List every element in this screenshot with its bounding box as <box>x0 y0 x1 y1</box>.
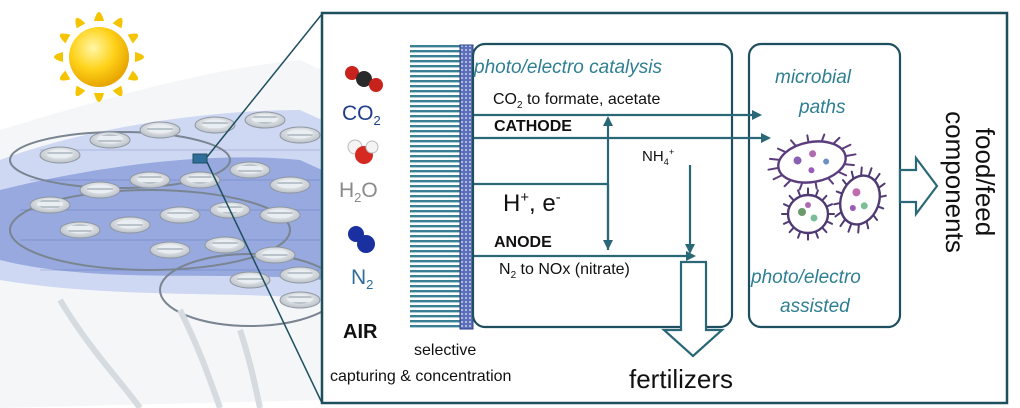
leaf-dish-grid <box>237 164 263 174</box>
air-label: AIR <box>343 321 378 343</box>
microbe-cell <box>767 133 857 191</box>
membrane-electrode <box>459 44 474 330</box>
output-arrow <box>898 154 939 218</box>
output-label: food/feed components <box>940 82 1000 282</box>
sun-ray <box>59 33 71 44</box>
leaf-dish-grid <box>277 179 303 189</box>
output-label-line2: components <box>940 111 970 253</box>
leaf-dish-grid <box>147 124 173 134</box>
co2-molecule-icon <box>345 66 383 92</box>
microbial-label-line4: assisted <box>780 296 850 317</box>
microbial-label-line1: microbial <box>775 67 852 88</box>
sun-ray <box>94 12 104 21</box>
leaf-dish-grid <box>252 114 278 124</box>
sun-ray <box>59 70 71 81</box>
leaf-dish-grid <box>287 129 313 139</box>
anode-label: ANODE <box>494 234 552 251</box>
cathode-label: CATHODE <box>494 118 572 135</box>
leaf-dish-grid <box>157 244 183 254</box>
microbial-label-line3: photo/electro <box>751 267 861 288</box>
leaf-dish-grid <box>37 199 63 209</box>
leaf-array-illustration <box>0 13 341 408</box>
fertilizer-arrow <box>661 260 725 358</box>
leaf-dish-grid <box>117 219 143 229</box>
flow-arrows <box>474 110 771 261</box>
leaf-dish-grid <box>167 209 193 219</box>
leaf-dish-grid <box>262 249 288 259</box>
co2-product-label: CO2 to formate, acetate <box>493 91 661 112</box>
membrane-caption-line1: selective <box>414 342 477 359</box>
protons-label: H+, e- <box>503 190 561 217</box>
fertilizers-label: fertilizers <box>629 364 734 394</box>
leaf-dish-grid <box>212 239 238 249</box>
sun-ray <box>127 33 139 44</box>
n2-product-label: N2 to NOx (nitrate) <box>499 261 630 282</box>
leaf-dish-grid <box>287 294 313 304</box>
leaf-dish-grid <box>187 174 213 184</box>
catalysis-box <box>471 42 734 329</box>
microbe-cell <box>833 166 887 234</box>
sun-ray <box>135 52 144 62</box>
input-h2o-label: H2O <box>339 179 378 206</box>
input-co2-label: CO2 <box>342 102 381 129</box>
catalysis-title: photo/electro catalysis <box>474 57 662 78</box>
sun-ray <box>54 52 63 62</box>
leaf-dish-grid <box>97 134 123 144</box>
selective-membrane <box>410 45 460 329</box>
leaf-dish-grid <box>267 209 293 219</box>
leaf-dish-grid <box>287 269 313 279</box>
sun-ray <box>112 85 123 97</box>
membrane-caption-line2: capturing & concentration <box>330 368 512 385</box>
sun-ray <box>112 17 123 29</box>
leaf-dish-grid <box>202 119 228 129</box>
microbe-icon <box>767 133 887 241</box>
leaf-dish-grid <box>67 224 93 234</box>
leaf-dish-grid <box>237 274 263 284</box>
output-label-line1: food/feed <box>970 127 1000 237</box>
sun-ray <box>127 70 139 81</box>
microbe-cell <box>781 187 835 241</box>
sun-ray <box>75 17 86 29</box>
sun-icon <box>54 12 144 102</box>
n2-molecule-icon <box>348 226 375 253</box>
input-n2-label: N2 <box>351 266 374 293</box>
h2o-molecule-icon <box>347 139 379 164</box>
microbial-label-line2: paths <box>799 97 846 118</box>
sun-ray <box>75 85 86 97</box>
ammonium-label: NH4+ <box>642 147 675 167</box>
leaf-dish-grid <box>87 184 113 194</box>
leaf-dish-grid <box>47 149 73 159</box>
sun-ray <box>94 93 104 102</box>
leaf-dish-grid <box>137 174 163 184</box>
